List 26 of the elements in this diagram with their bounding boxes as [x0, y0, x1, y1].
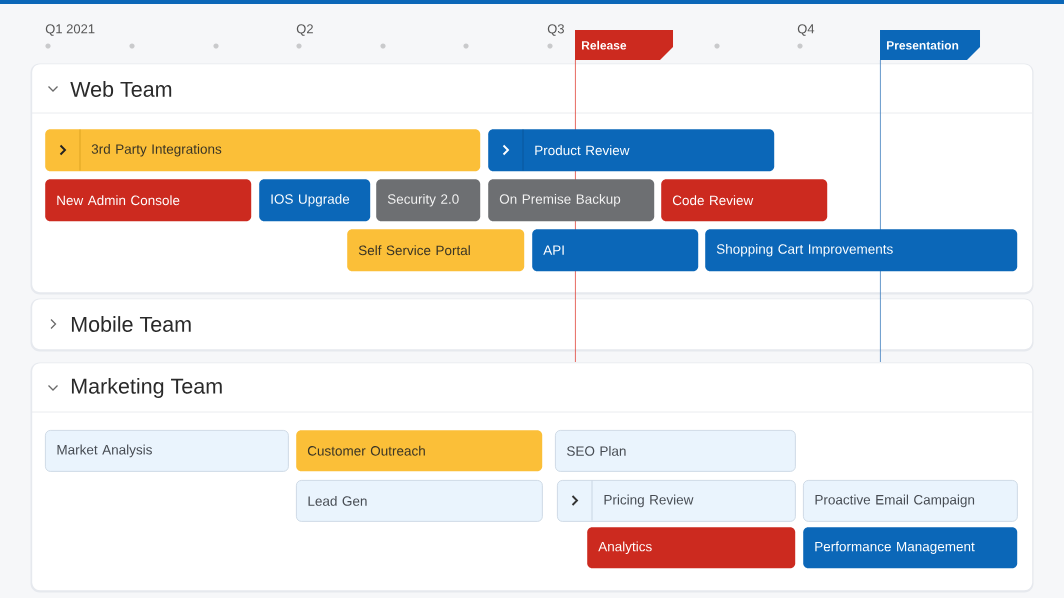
- task-bar: 3rd Party Integrations: [45, 129, 481, 172]
- task-bar: IOS Upgrade: [259, 179, 371, 222]
- task-bar: Performance Management: [803, 527, 1018, 569]
- panel-heading: Mobile Team: [71, 316, 191, 332]
- quarter-label: Q3: [547, 24, 564, 36]
- task-bar: Proactive Email Campaign: [803, 480, 1018, 522]
- task-bar: Customer Outreach: [296, 430, 543, 472]
- task-bar: Product Review: [488, 129, 775, 172]
- task-bar: SEO Plan: [555, 430, 796, 472]
- task-bar: Code Review: [661, 179, 828, 222]
- task-bar: Lead Gen: [296, 480, 543, 522]
- task-bar: On Premise Backup: [488, 179, 655, 222]
- task-bar: Self Service Portal: [347, 229, 525, 272]
- team-panel: [30, 298, 1034, 352]
- task-bar: Security 2.0: [376, 179, 481, 222]
- task-bar: Shopping Cart Improvements: [705, 229, 1018, 272]
- quarter-label: Q2: [296, 24, 313, 36]
- task-bar: Analytics: [587, 527, 796, 569]
- panel-heading: Web Team: [70, 81, 172, 97]
- quarter-label: Q4: [797, 24, 815, 36]
- panel-heading: Marketing Team: [71, 378, 222, 399]
- task-bar: New Admin Console: [45, 179, 252, 222]
- quarter-label: Q1 2021: [45, 24, 95, 36]
- task-bar: API: [532, 229, 699, 272]
- task-bar: Market Analysis: [45, 430, 289, 472]
- task-bar: Pricing Review: [557, 480, 796, 522]
